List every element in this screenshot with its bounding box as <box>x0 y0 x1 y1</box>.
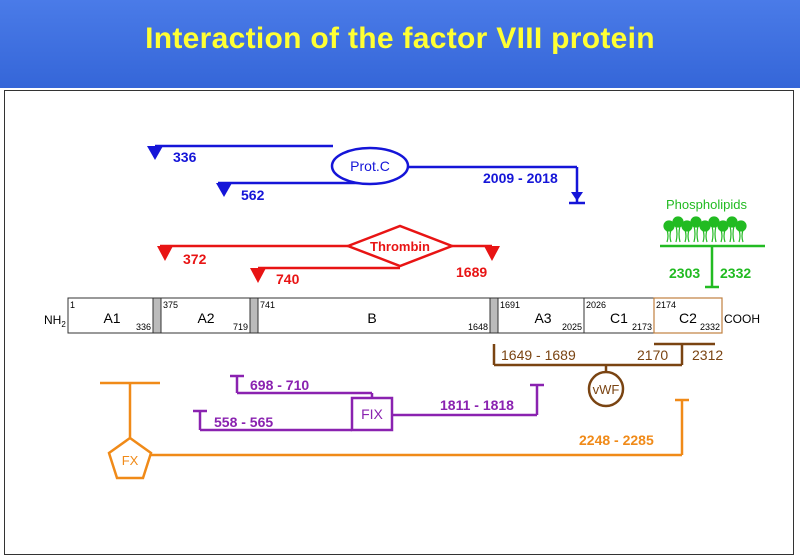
thrombin-diamond <box>344 224 456 268</box>
protein-c-cleavage-562-marker <box>216 183 232 197</box>
domain-a1-end: 336 <box>136 322 151 332</box>
domain-c2-end: 2332 <box>700 322 720 332</box>
protein-c-site-562: 562 <box>241 187 265 203</box>
domain-c1-start: 2026 <box>586 300 606 310</box>
page-title: Interaction of the factor VIII protein <box>145 22 655 55</box>
protein-c-arrow-head <box>571 192 583 201</box>
phospholipids-range-end: 2332 <box>720 265 751 281</box>
fix-group <box>193 374 544 432</box>
domain-a2-end: 719 <box>233 322 248 332</box>
vwf-circle <box>587 370 625 408</box>
domain-b-start: 741 <box>260 300 275 310</box>
fx-group <box>100 381 689 480</box>
c-terminus-label: COOH <box>724 312 760 326</box>
domain-a2-start: 375 <box>163 300 178 310</box>
protein-c-label: Prot.C <box>350 158 390 174</box>
domain-b: B <box>367 310 376 326</box>
vwf-region-1: 1649 - 1689 <box>501 347 576 363</box>
thrombin-site-740: 740 <box>276 271 300 287</box>
thrombin-label: Thrombin <box>370 239 430 254</box>
domain-c1-end: 2173 <box>632 322 652 332</box>
protein-c-ellipse <box>330 146 410 186</box>
fx-region: 2248 - 2285 <box>579 432 654 448</box>
protein-c-group <box>155 144 585 205</box>
c2-highlight <box>653 297 723 334</box>
phospholipids-label: Phospholipids <box>666 197 747 212</box>
fix-region-558-565: 558 - 565 <box>214 414 273 430</box>
fix-region-1811-1818: 1811 - 1818 <box>440 397 514 413</box>
domain-a1-start: 1 <box>70 300 75 310</box>
fix-region-698-710: 698 - 710 <box>250 377 309 393</box>
acidic-linker-b-a3 <box>489 297 499 334</box>
phospholipids-binding-bracket <box>660 244 765 289</box>
thrombin-site-1689: 1689 <box>456 264 487 280</box>
domain-a3: A3 <box>534 310 551 326</box>
domain-a1: A1 <box>103 310 120 326</box>
protein-c-site-336: 336 <box>173 149 197 165</box>
domain-b-end: 1648 <box>468 322 488 332</box>
protein-c-binding-region: 2009 - 2018 <box>483 170 558 186</box>
domain-c2-start: 2174 <box>656 300 676 310</box>
acidic-linker-a1-a2 <box>152 297 162 334</box>
domain-c1: C1 <box>610 310 628 326</box>
domain-a2: A2 <box>197 310 214 326</box>
vwf-region-2-start: 2170 <box>637 347 668 363</box>
thrombin-cleavage-1689-marker <box>484 246 500 261</box>
protein-c-cleavage-336-marker <box>147 146 163 160</box>
acidic-linker-a2-b <box>249 297 259 334</box>
fix-label: FIX <box>361 406 383 422</box>
domain-a3-end: 2025 <box>562 322 582 332</box>
domain-a3-start: 1691 <box>500 300 520 310</box>
domain-c2: C2 <box>679 310 697 326</box>
vwf-label: vWF <box>593 382 620 397</box>
thrombin-cleavage-372-marker <box>157 246 173 261</box>
fx-label: FX <box>122 453 139 468</box>
thrombin-group <box>160 224 492 270</box>
protein-bar <box>67 297 723 334</box>
phospholipid-cluster-icon <box>663 216 747 243</box>
thrombin-cleavage-740-marker <box>250 268 266 283</box>
vwf-group <box>492 342 715 372</box>
phospholipids-range-start: 2303 <box>669 265 700 281</box>
n-terminus-label: NH2 <box>44 313 66 329</box>
title-bar: Interaction of the factor VIII protein <box>0 0 800 88</box>
vwf-region-2-end: 2312 <box>692 347 723 363</box>
thrombin-site-372: 372 <box>183 251 207 267</box>
